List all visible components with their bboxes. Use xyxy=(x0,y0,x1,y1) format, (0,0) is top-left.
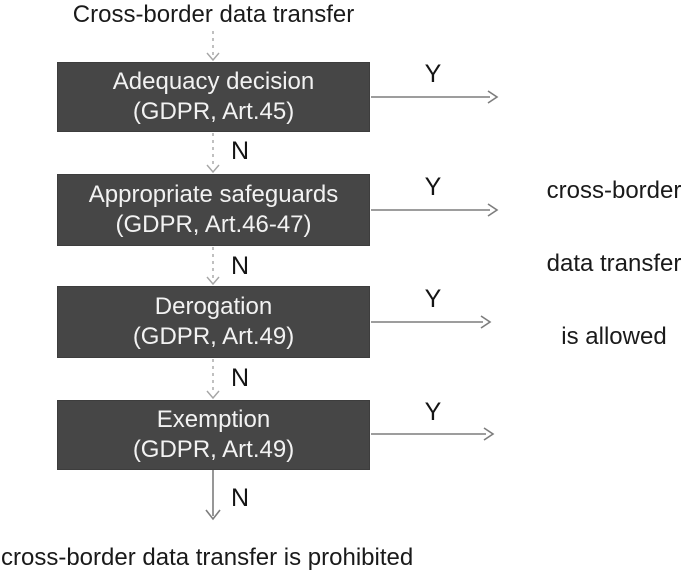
yes-label-2: Y xyxy=(424,173,442,201)
yes-label-1: Y xyxy=(424,60,442,88)
no-arrow-down-dashed-3-icon xyxy=(206,359,220,400)
decision-box-adequacy: Adequacy decision (GDPR, Art.45) xyxy=(57,62,370,132)
no-label-4: N xyxy=(230,484,250,512)
no-label-2: N xyxy=(230,252,250,280)
no-label-1: N xyxy=(230,137,250,165)
step-name: Derogation xyxy=(154,293,273,320)
step-name: Exemption xyxy=(156,406,271,433)
allowed-outcome-line2: data transfer xyxy=(546,250,682,277)
diagram-title: Cross-border data transfer xyxy=(72,1,355,28)
prohibited-arrow-down-icon xyxy=(205,470,221,521)
no-label-3: N xyxy=(230,364,250,392)
entry-arrow-down-dashed-icon xyxy=(206,31,220,62)
step-name: Appropriate safeguards xyxy=(88,181,339,208)
step-ref: (GDPR, Art.49) xyxy=(132,323,295,350)
decision-box-derogation: Derogation (GDPR, Art.49) xyxy=(57,286,370,358)
yes-arrow-right-3-icon xyxy=(371,315,492,329)
decision-box-safeguards: Appropriate safeguards (GDPR, Art.46-47) xyxy=(57,174,370,246)
step-ref: (GDPR, Art.49) xyxy=(132,436,295,463)
yes-arrow-right-2-icon xyxy=(371,203,499,217)
step-name: Adequacy decision xyxy=(112,68,315,95)
allowed-outcome-line1: cross-border xyxy=(546,177,682,204)
decision-box-exemption: Exemption (GDPR, Art.49) xyxy=(57,400,370,470)
yes-arrow-right-1-icon xyxy=(371,90,499,104)
yes-label-3: Y xyxy=(424,285,442,313)
allowed-outcome-line3: is allowed xyxy=(561,323,667,350)
no-arrow-down-dashed-1-icon xyxy=(206,133,220,174)
yes-label-4: Y xyxy=(424,398,442,426)
prohibited-outcome: cross-border data transfer is prohibited xyxy=(1,544,414,570)
step-ref: (GDPR, Art.46-47) xyxy=(115,211,312,238)
yes-arrow-right-4-icon xyxy=(371,427,495,441)
step-ref: (GDPR, Art.45) xyxy=(132,98,295,125)
no-arrow-down-dashed-2-icon xyxy=(206,247,220,286)
